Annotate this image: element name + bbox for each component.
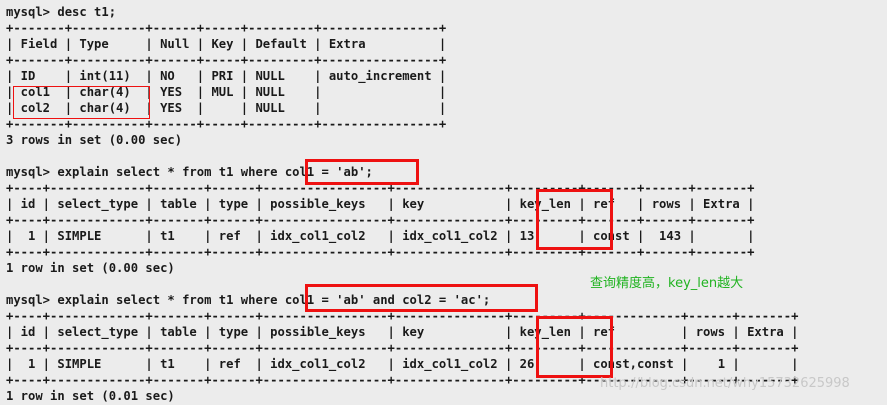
prompt-explain-command: mysql> explain select * from t1 where co… [6,293,491,307]
highlight-key-len-box [536,189,613,250]
result-summary: 1 row in set (0.00 sec) [6,261,175,275]
table-header-row: | id | select_type | table | type | poss… [6,197,755,211]
table-border-line: +----+-------------+-------+------+-----… [6,245,755,259]
table-border-line: +----+-------------+-------+------+-----… [6,309,799,323]
highlight-where-clause-box [305,159,419,185]
table-row: | 1 | SIMPLE | t1 | ref | idx_col1_col2 … [6,357,799,371]
prompt-explain-command: mysql> explain select * from t1 where co… [6,165,373,179]
table-border-line: +----+-------------+-------+------+-----… [6,213,755,227]
table-row: | col1 | char(4) | YES | MUL | NULL | | [6,85,447,99]
annotation-note: 查询精度高，key_len越大 [590,276,744,291]
table-border-line: +-------+----------+------+-----+-------… [6,53,447,67]
table-row: | ID | int(11) | NO | PRI | NULL | auto_… [6,69,447,83]
result-summary: 1 row in set (0.01 sec) [6,389,175,403]
table-row: | 1 | SIMPLE | t1 | ref | idx_col1_col2 … [6,229,755,243]
prompt-desc-command: mysql> desc t1; [6,5,117,19]
watermark: http://blog.csdn.net/why15732625998 [600,376,850,391]
table-header-row: | Field | Type | Null | Key | Default | … [6,37,447,51]
highlight-key-len-box [536,316,613,378]
result-summary: 3 rows in set (0.00 sec) [6,133,183,147]
highlight-where-clause-box [305,284,538,312]
table-border-line: +-------+----------+------+-----+-------… [6,117,447,131]
table-border-line: +----+-------------+-------+------+-----… [6,341,799,355]
highlight-col1-col2-box [13,86,150,119]
table-border-line: +-------+----------+------+-----+-------… [6,21,447,35]
table-header-row: | id | select_type | table | type | poss… [6,325,799,339]
table-row: | col2 | char(4) | YES | | NULL | | [6,101,447,115]
